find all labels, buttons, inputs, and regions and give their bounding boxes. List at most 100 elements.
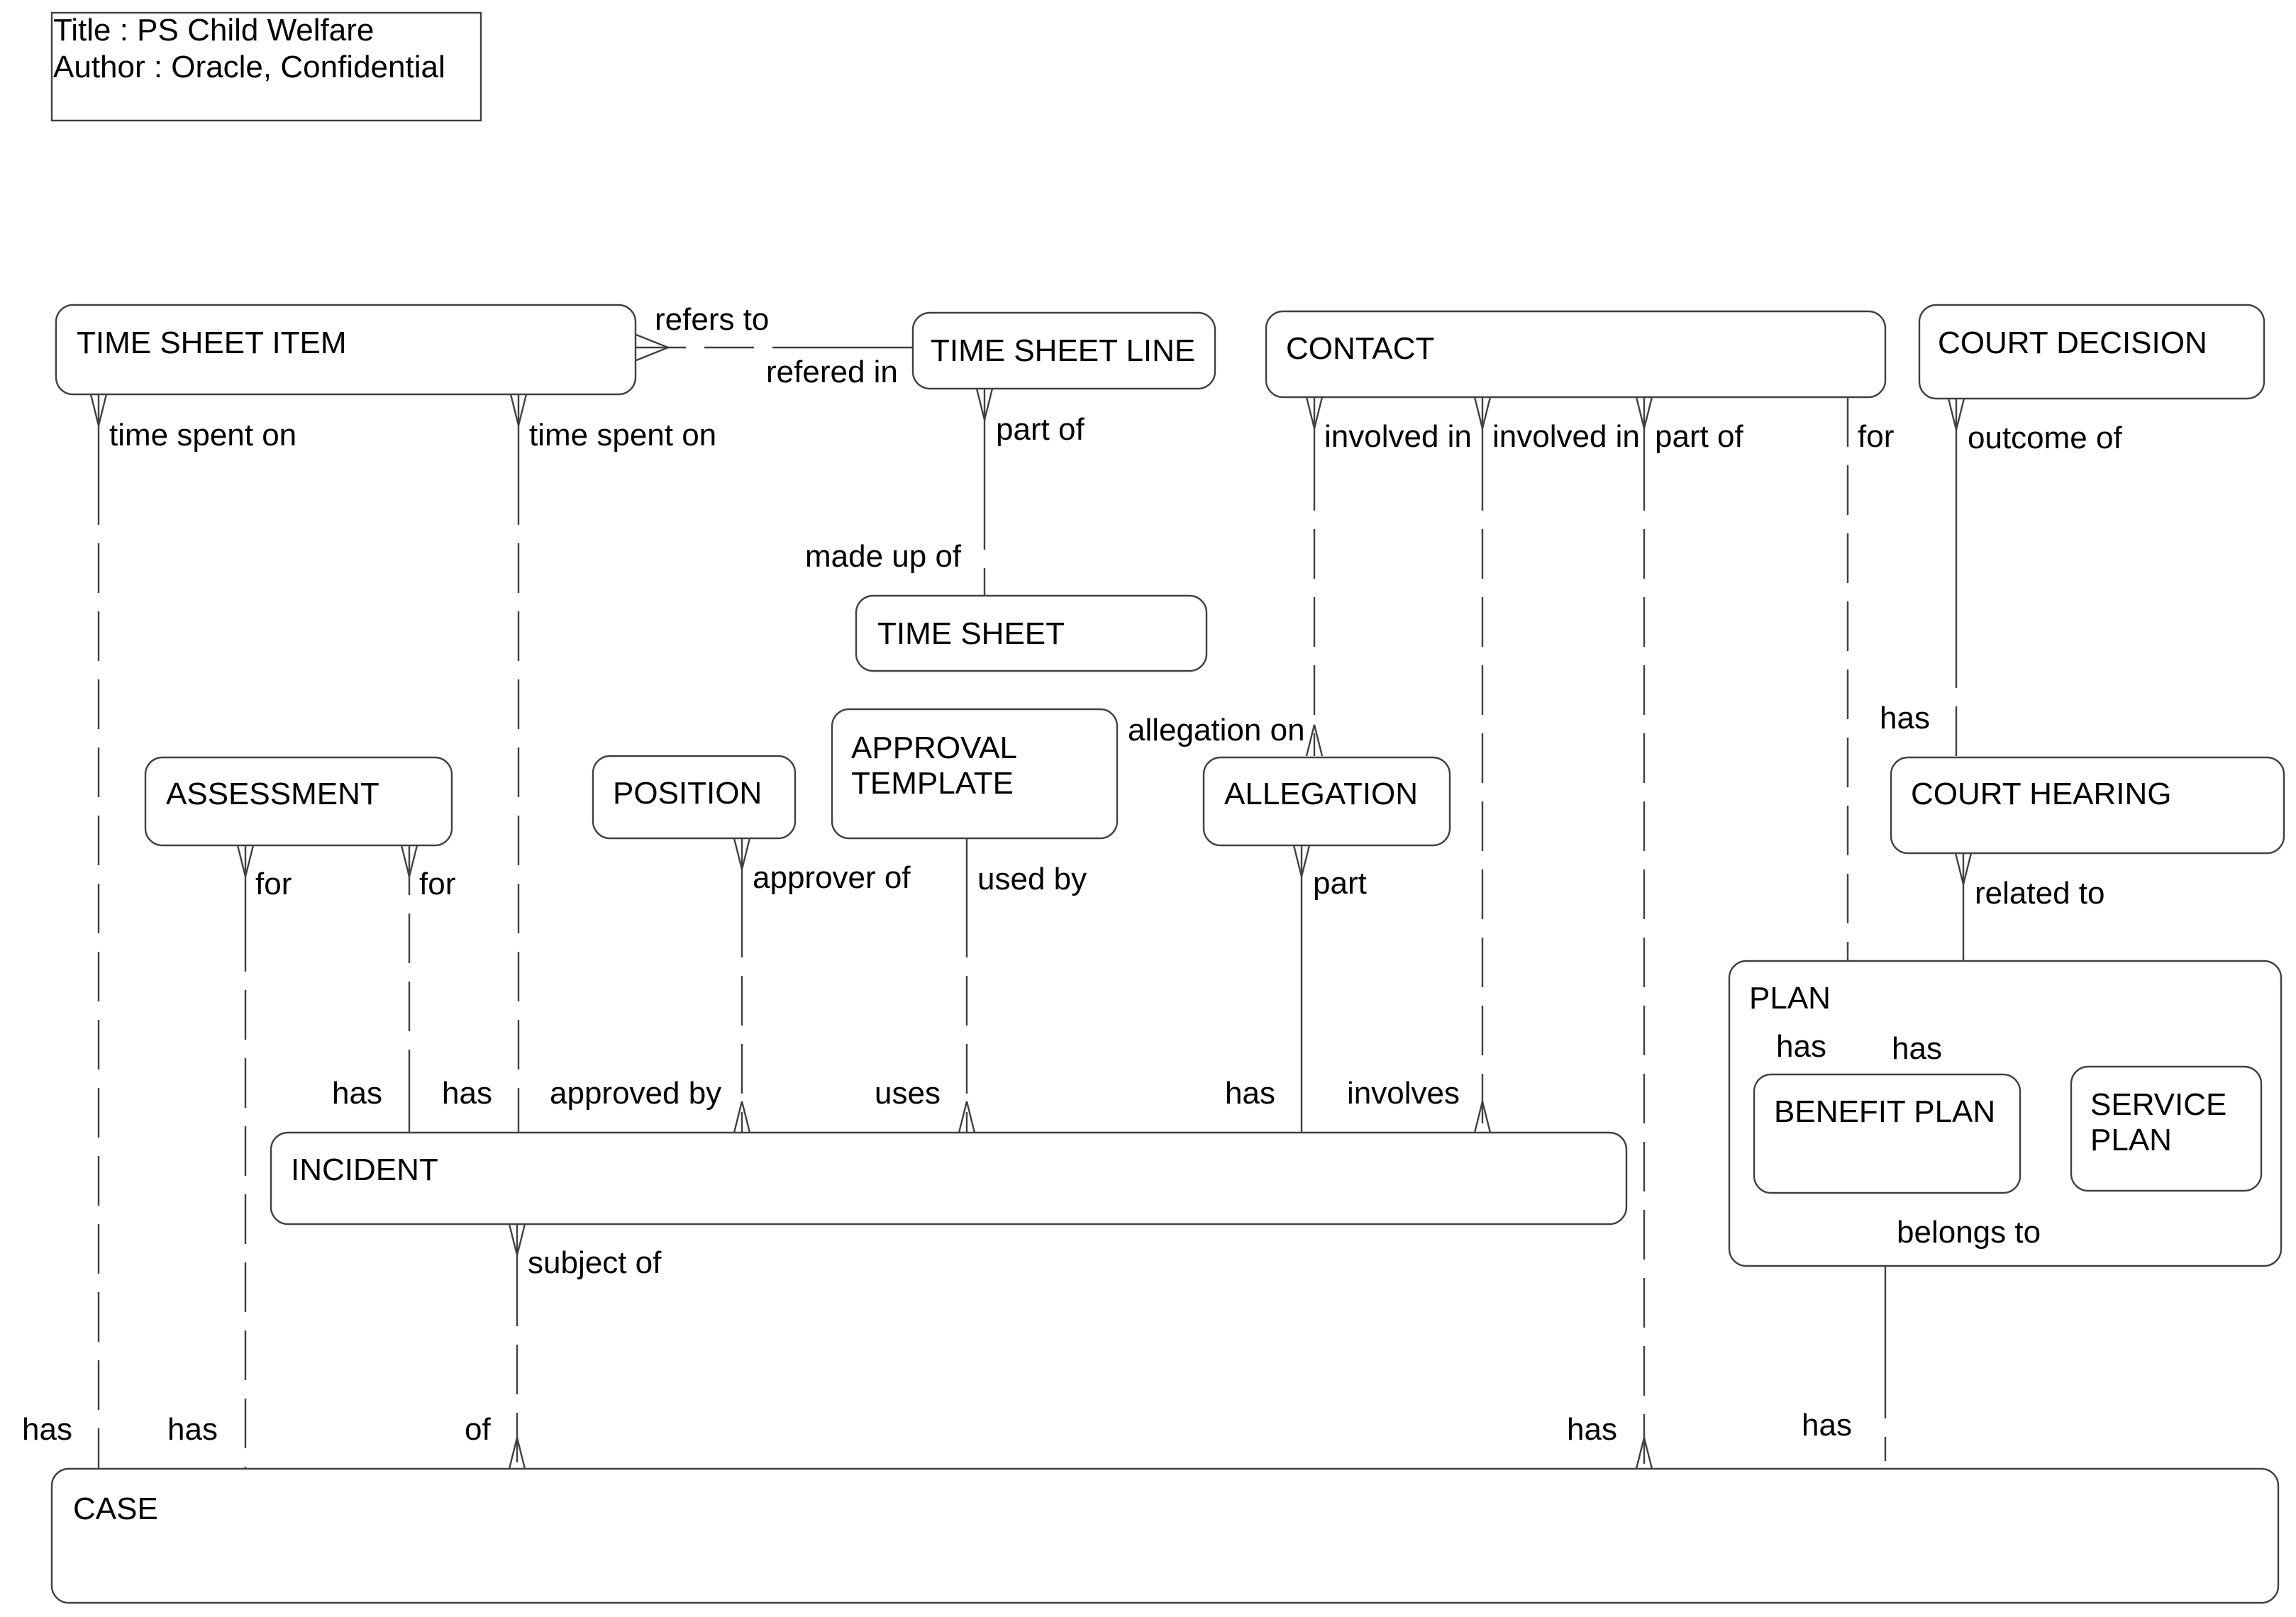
label-tsl-part-of: part of: [996, 412, 1085, 447]
label-template-used-by: used by: [977, 862, 1087, 896]
entity-allegation-box: [1202, 756, 1451, 847]
crowfoot-contact-3: [1635, 396, 1653, 429]
label-contact-involved-in-2: involved in: [1492, 419, 1640, 454]
label-incident-involves: involves: [1347, 1076, 1460, 1111]
label-allegation-part: part: [1313, 866, 1367, 901]
diagram-author: Author : Oracle, Confidential: [53, 50, 445, 84]
title-block: [50, 11, 482, 122]
entity-service-plan-label-1: SERVICE: [2090, 1087, 2226, 1122]
entity-time-sheet-item-box: [55, 304, 637, 396]
entity-assessment-label: ASSESSMENT: [166, 777, 379, 811]
relationship-labels: refers to refered in time spent on time …: [22, 302, 2122, 1447]
label-contact-part-of: part of: [1655, 419, 1744, 454]
crowfoot-tsi-right-2: [636, 346, 669, 362]
label-contact-involved-in-1: involved in: [1324, 419, 1472, 454]
label-incident-subject-of: subject of: [528, 1245, 662, 1280]
label-bp-belongs-to: belongs to: [1897, 1215, 2041, 1250]
crowfoot-contact-2: [1473, 396, 1492, 429]
label-case-has-4: has: [1802, 1408, 1852, 1443]
label-assessment-for-2: for: [419, 867, 455, 901]
label-contact-for: for: [1858, 419, 1894, 454]
entity-incident: INCIDENT: [270, 1131, 1628, 1226]
entity-benefit-plan-box: [1753, 1073, 2022, 1194]
label-plan-has: has: [1892, 1031, 1942, 1066]
diagram-title: Title : PS Child Welfare: [53, 13, 374, 48]
crowfoot-case-incident: [508, 1437, 526, 1469]
entity-case-label: CASE: [73, 1491, 158, 1526]
crowfoot-assess-1: [236, 845, 255, 877]
label-refered-in: refered in: [766, 355, 898, 389]
label-ch-related-to: related to: [1975, 876, 2104, 911]
crowfoot-cd: [1947, 398, 1965, 430]
entity-assessment: ASSESSMENT: [144, 756, 453, 847]
crowfoot-tsi-right: [636, 333, 669, 349]
crowfoot-incident-uses: [958, 1101, 976, 1133]
crowfoot-contact-1: [1305, 396, 1324, 429]
entity-allegation: ALLEGATION: [1202, 756, 1451, 847]
entity-incident-label: INCIDENT: [291, 1152, 438, 1187]
entity-time-sheet-line-box: [911, 311, 1216, 390]
entity-position-box: [592, 755, 797, 840]
entity-service-plan: SERVICE PLAN: [2070, 1065, 2263, 1192]
entity-case: CASE: [50, 1467, 2280, 1604]
crowfoot-tsi-2: [509, 394, 528, 426]
entity-assessment-box: [144, 756, 453, 847]
entity-benefit-plan-label: BENEFIT PLAN: [1774, 1094, 1995, 1129]
label-allegation-on: allegation on: [1128, 713, 1305, 748]
crowfoot-allegation-top: [1305, 724, 1324, 757]
entity-time-sheet-item-label: TIME SHEET ITEM: [77, 326, 347, 360]
label-case-has-1: has: [22, 1412, 72, 1447]
entity-court-hearing-label: COURT HEARING: [1911, 777, 2172, 811]
entity-time-sheet: TIME SHEET: [855, 594, 1208, 672]
label-incident-has-2: has: [442, 1076, 492, 1111]
entity-court-decision-box: [1918, 304, 2266, 400]
label-position-approver-of: approver of: [753, 860, 911, 895]
entity-service-plan-box: [2070, 1065, 2263, 1192]
label-incident-uses: uses: [875, 1076, 941, 1111]
crowfoot-allegation-bottom: [1292, 845, 1311, 877]
entity-allegation-label: ALLEGATION: [1224, 777, 1418, 811]
entity-approval-template: APPROVAL TEMPLATE: [831, 708, 1119, 840]
label-incident-has-3: has: [1225, 1076, 1275, 1111]
entity-contact-label: CONTACT: [1286, 331, 1434, 366]
entity-court-decision-label: COURT DECISION: [1938, 326, 2207, 360]
label-assessment-for-1: for: [255, 867, 292, 901]
crowfoot-case-contact: [1635, 1437, 1653, 1469]
label-bp-has: has: [1776, 1029, 1826, 1064]
label-case-has-2: has: [167, 1412, 218, 1447]
entity-time-sheet-item: TIME SHEET ITEM: [55, 304, 637, 396]
crowfoot-incident: [508, 1223, 526, 1256]
entity-time-sheet-line: TIME SHEET LINE: [911, 311, 1216, 390]
crowfoot-assess-2: [400, 845, 418, 877]
label-refers-to: refers to: [655, 302, 769, 337]
entity-incident-box: [270, 1131, 1628, 1226]
crowfoot-tsi-1: [89, 394, 108, 426]
entity-court-hearing-box: [1890, 756, 2285, 855]
label-case-of: of: [465, 1412, 491, 1447]
entity-court-decision: COURT DECISION: [1918, 304, 2266, 400]
crowfoot-tsl: [975, 388, 994, 421]
crowfoot-incident-approved: [733, 1101, 751, 1133]
entity-benefit-plan: BENEFIT PLAN: [1753, 1073, 2022, 1194]
entity-approval-template-box: [831, 708, 1119, 840]
label-incident-approved-by: approved by: [550, 1076, 721, 1111]
entity-position: POSITION: [592, 755, 797, 840]
entity-time-sheet-label: TIME SHEET: [877, 616, 1065, 651]
entity-approval-template-label-2: TEMPLATE: [851, 766, 1014, 801]
label-tsi-time-spent-on-1: time spent on: [109, 418, 296, 452]
entity-case-box: [50, 1467, 2280, 1604]
entity-court-hearing: COURT HEARING: [1890, 756, 2285, 855]
crowfoot-ch: [1954, 852, 1973, 885]
label-incident-has-1: has: [332, 1076, 382, 1111]
relationship-lines: [89, 333, 1973, 1469]
label-tsi-time-spent-on-2: time spent on: [529, 418, 716, 452]
label-cd-outcome-of: outcome of: [1968, 421, 2122, 455]
label-ch-has: has: [1880, 701, 1930, 735]
entity-time-sheet-line-label: TIME SHEET LINE: [931, 333, 1195, 368]
crowfoot-incident-involves: [1473, 1101, 1492, 1133]
label-case-has-3: has: [1567, 1412, 1617, 1447]
entity-service-plan-label-2: PLAN: [2090, 1123, 2172, 1157]
entity-position-label: POSITION: [613, 776, 762, 811]
entity-time-sheet-box: [855, 594, 1208, 672]
